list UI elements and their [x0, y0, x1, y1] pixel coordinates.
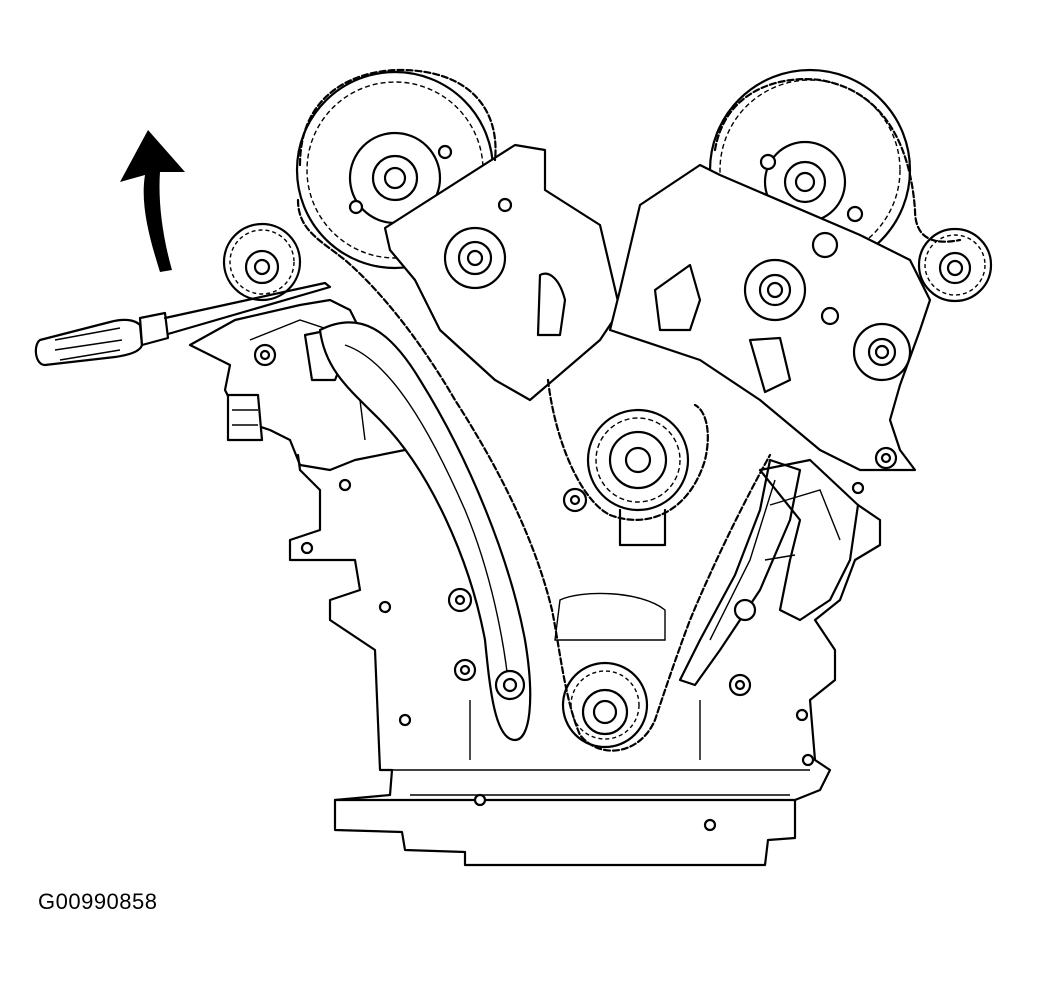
figure-id-label: G00990858 [38, 889, 158, 914]
screwdriver-icon [34, 281, 332, 367]
engine-block [288, 453, 882, 867]
right-chain-guide [678, 458, 802, 687]
right-cam-bracket [608, 163, 932, 472]
right-housing [728, 458, 860, 697]
left-cam-bracket [383, 143, 622, 402]
idler-sprocket [586, 408, 690, 547]
curved-up-arrow-icon [120, 130, 185, 272]
lower-bolts [447, 487, 588, 682]
timing-chain [296, 68, 962, 752]
left-chain-guide [318, 321, 532, 742]
tensioner-pulleys [222, 222, 993, 303]
crankshaft-sprocket [554, 592, 666, 749]
